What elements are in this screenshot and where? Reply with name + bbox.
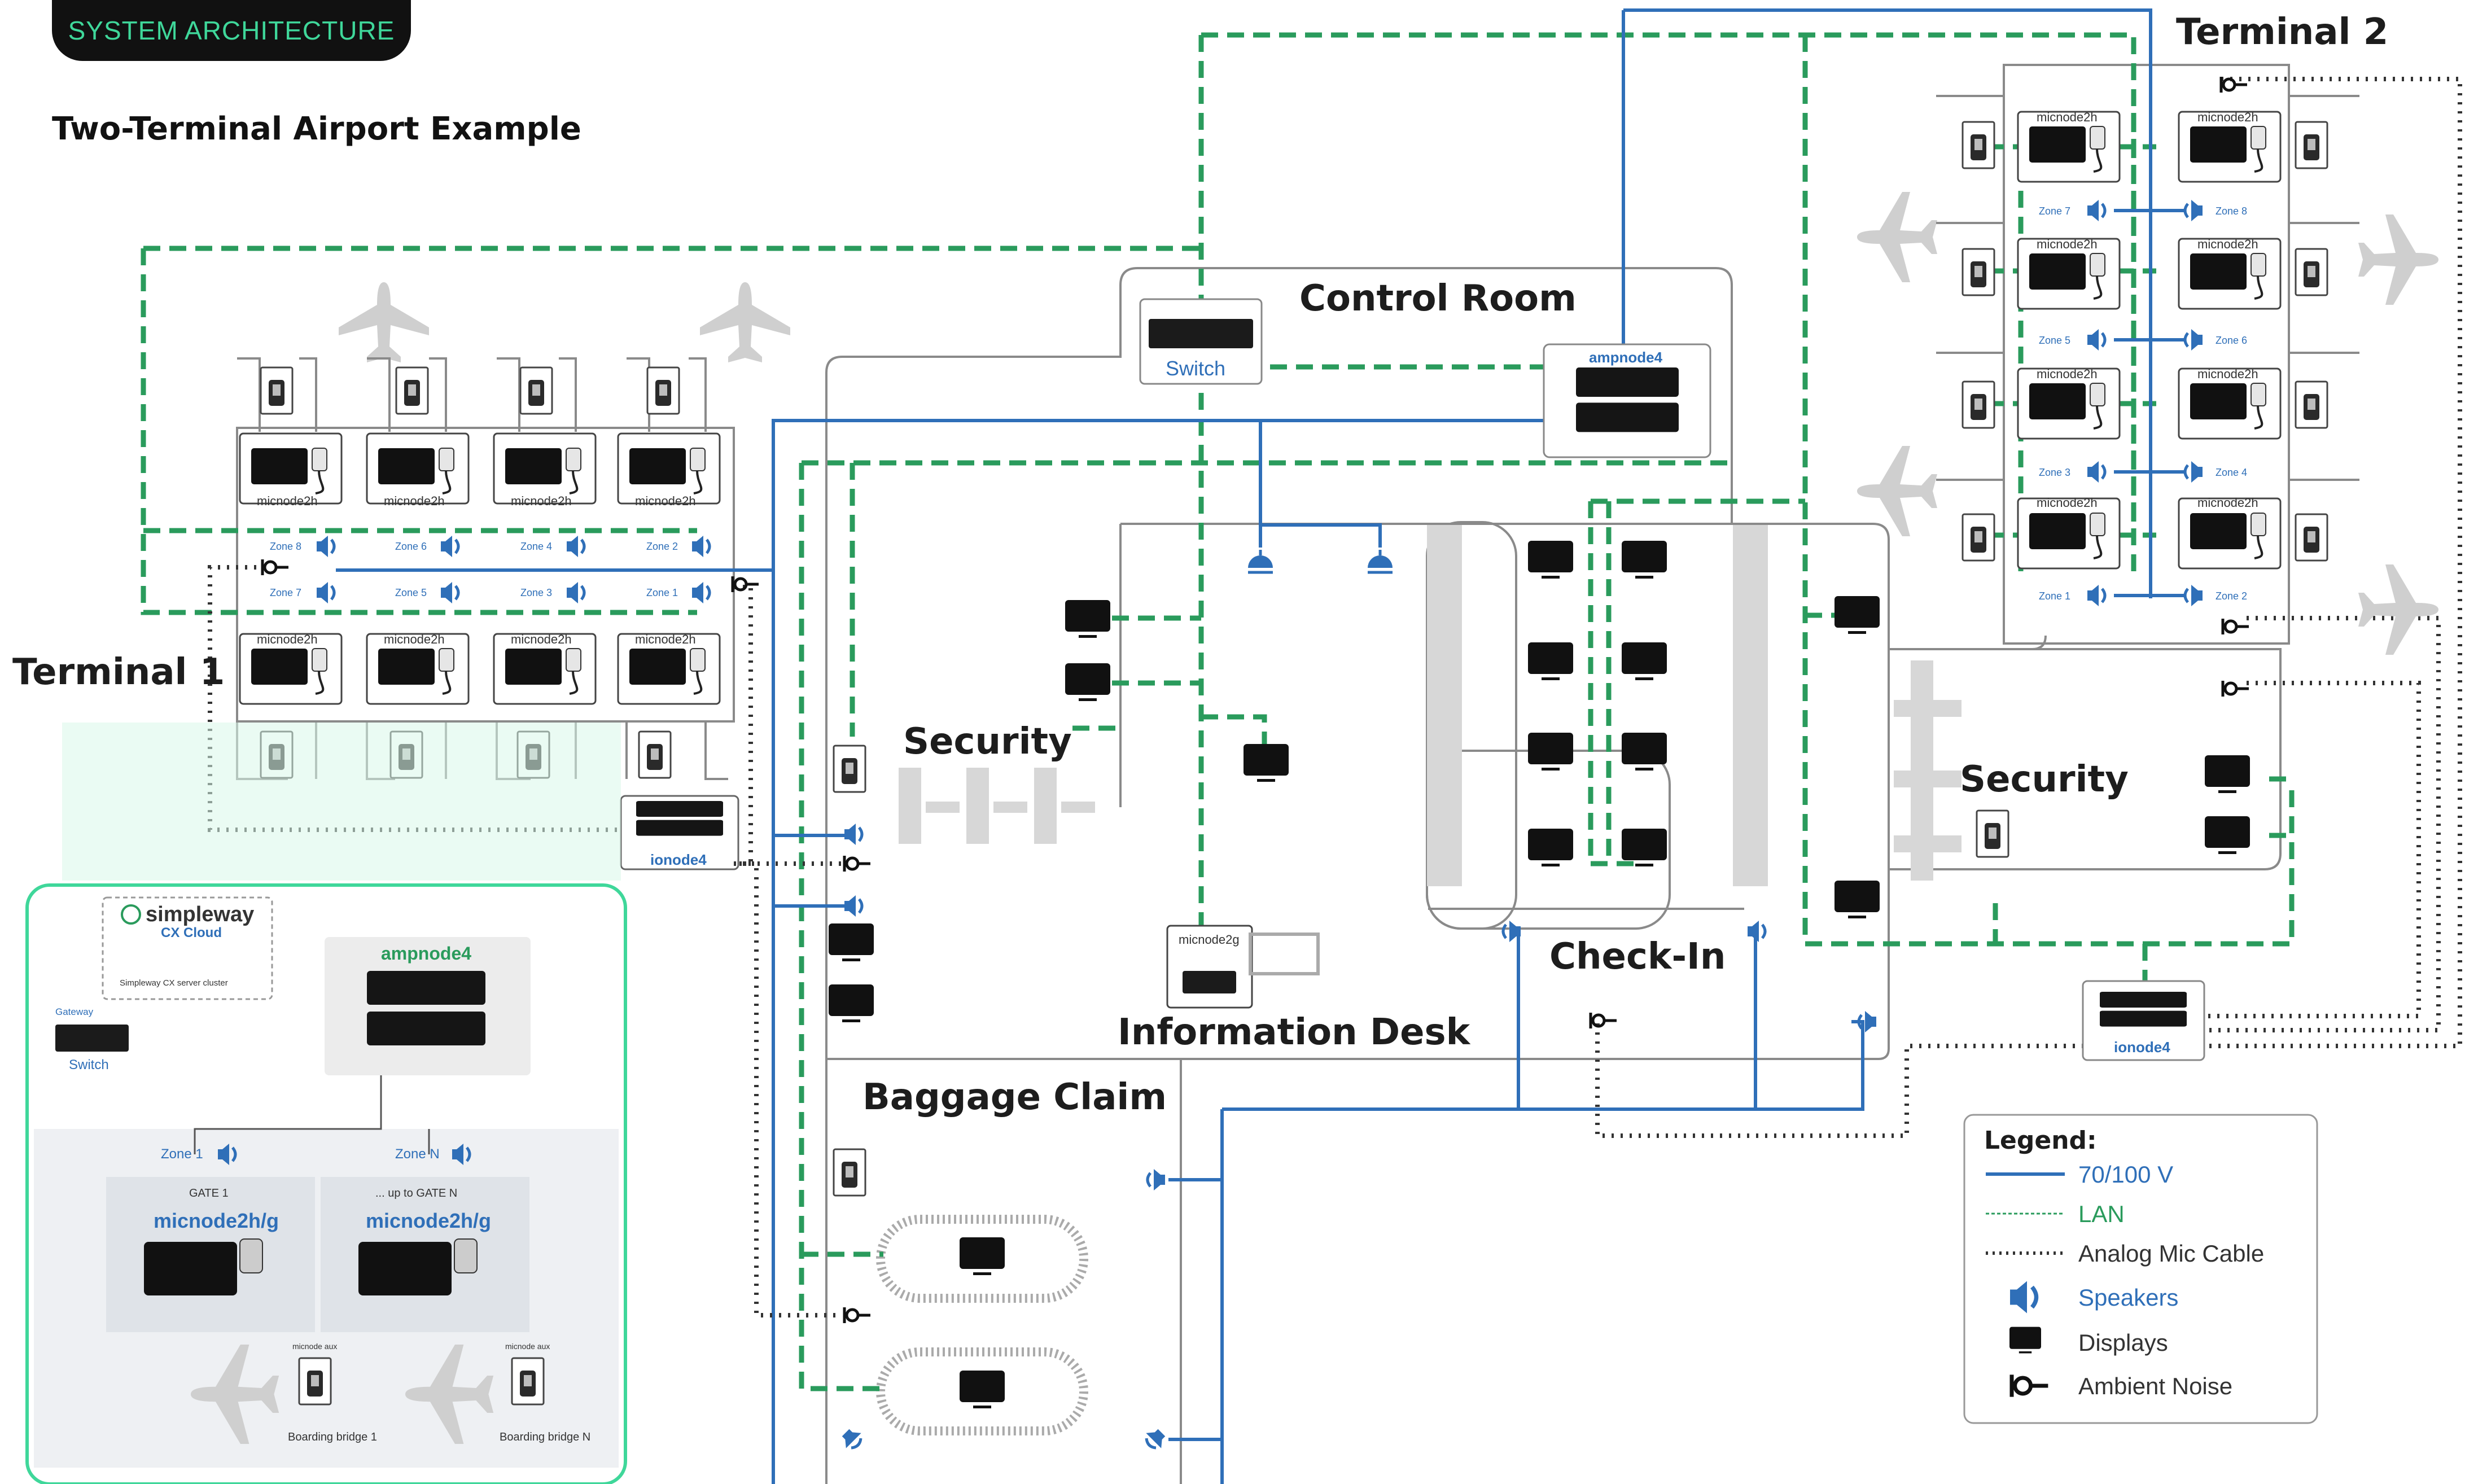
t1-zone-top: Zone 4 — [520, 541, 552, 552]
t1-zone-bottom: Zone 7 — [270, 587, 301, 598]
t1-micnode-label: micnode2h — [635, 494, 696, 508]
legend-item-ambient: Ambient Noise — [2078, 1373, 2232, 1399]
t1-zone-bottom: Zone 5 — [395, 587, 427, 598]
inset-zone-right: Zone N — [395, 1146, 440, 1162]
t2-micnode-label: micnode2h — [2197, 237, 2258, 251]
t1-zone-top: Zone 2 — [646, 541, 678, 552]
inset-gate-right-device: micnode2h/g — [366, 1209, 491, 1232]
legend-item-voltage: 70/100 V — [2078, 1161, 2173, 1188]
t2-micnode-label: micnode2h — [2037, 496, 2098, 510]
inset-aux-right-label: micnode aux — [505, 1342, 550, 1351]
t1-micnode-label: micnode2h — [384, 632, 445, 646]
t2-zone-right: Zone 4 — [2216, 467, 2247, 478]
ampnode4-label: ampnode4 — [1589, 349, 1663, 366]
inset-bridge-left: Boarding bridge 1 — [288, 1431, 377, 1443]
legend-item-displays: Displays — [2078, 1329, 2168, 1356]
legend-item-lan: LAN — [2078, 1201, 2125, 1227]
terminal1-title: Terminal 1 — [12, 651, 225, 693]
legend: Legend: 70/100 V LAN Analog Mic Cable Sp… — [1964, 1115, 2317, 1423]
inset-gate-left-device: micnode2h/g — [154, 1209, 279, 1232]
t2-zone-left: Zone 7 — [2039, 205, 2070, 217]
t2-micnode-label: micnode2h — [2197, 110, 2258, 124]
inset-panel — [27, 723, 625, 1484]
inset-zone-left: Zone 1 — [161, 1146, 203, 1162]
security-left-title: Security — [903, 721, 1072, 763]
t2-zone-left: Zone 5 — [2039, 335, 2070, 346]
t1-zone-top: Zone 6 — [395, 541, 427, 552]
ionode4-t1-label: ionode4 — [650, 851, 707, 868]
t1-zone-bottom: Zone 3 — [520, 587, 552, 598]
t2-micnode-label: micnode2h — [2197, 496, 2258, 510]
terminal2-title: Terminal 2 — [2176, 11, 2388, 53]
inset-gate-left-title: GATE 1 — [189, 1187, 229, 1200]
legend-item-speakers: Speakers — [2078, 1284, 2178, 1311]
t2-zone-left: Zone 3 — [2039, 467, 2070, 478]
t1-micnode-label: micnode2h — [511, 632, 572, 646]
inset-cloud-brand: simpleway — [146, 903, 254, 926]
t1-micnode-label: micnode2h — [635, 632, 696, 646]
inset-ampnode-label: ampnode4 — [381, 943, 471, 964]
inset-gate-right-title: ... up to GATE N — [375, 1187, 457, 1200]
t1-micnode-label: micnode2h — [257, 632, 318, 646]
t2-micnode-label: micnode2h — [2037, 237, 2098, 251]
ionode4-t2-label: ionode4 — [2114, 1039, 2170, 1056]
inset-gateway-label: Gateway — [55, 1006, 94, 1017]
t1-zone-top: Zone 8 — [270, 541, 301, 552]
t2-zone-right: Zone 2 — [2216, 590, 2247, 602]
inset-bridge-right: Boarding bridge N — [500, 1431, 590, 1443]
t1-micnode-label: micnode2h — [384, 494, 445, 508]
legend-item-analog: Analog Mic Cable — [2078, 1240, 2264, 1267]
check-in-belt — [1427, 522, 1768, 929]
t1-micnode-label: micnode2h — [257, 494, 318, 508]
t1-zone-bottom: Zone 1 — [646, 587, 678, 598]
legend-title: Legend: — [1984, 1126, 2097, 1155]
information-desk-title: Information Desk — [1118, 1012, 1471, 1053]
t2-zone-right: Zone 6 — [2216, 335, 2247, 346]
security-right-title: Security — [1960, 759, 2129, 800]
inset-aux-left-label: micnode aux — [292, 1342, 337, 1351]
t2-zone-left: Zone 1 — [2039, 590, 2070, 602]
inset-switch-label: Switch — [69, 1057, 109, 1072]
t1-micnode-label: micnode2h — [511, 494, 572, 508]
terminal2-gates — [1857, 77, 2438, 697]
control-room-title: Control Room — [1299, 278, 1577, 319]
t2-zone-right: Zone 8 — [2216, 205, 2247, 217]
inset-cloud-name: CX Cloud — [161, 925, 222, 940]
check-in-title: Check-In — [1549, 936, 1726, 978]
t2-micnode-label: micnode2h — [2037, 367, 2098, 381]
t2-micnode-label: micnode2h — [2197, 367, 2258, 381]
switch-label: Switch — [1166, 357, 1225, 380]
baggage-claim-title: Baggage Claim — [862, 1076, 1167, 1118]
micnode2g-label: micnode2g — [1179, 933, 1240, 947]
t2-micnode-label: micnode2h — [2037, 110, 2098, 124]
inset-cloud-caption: Simpleway CX server cluster — [120, 978, 228, 988]
